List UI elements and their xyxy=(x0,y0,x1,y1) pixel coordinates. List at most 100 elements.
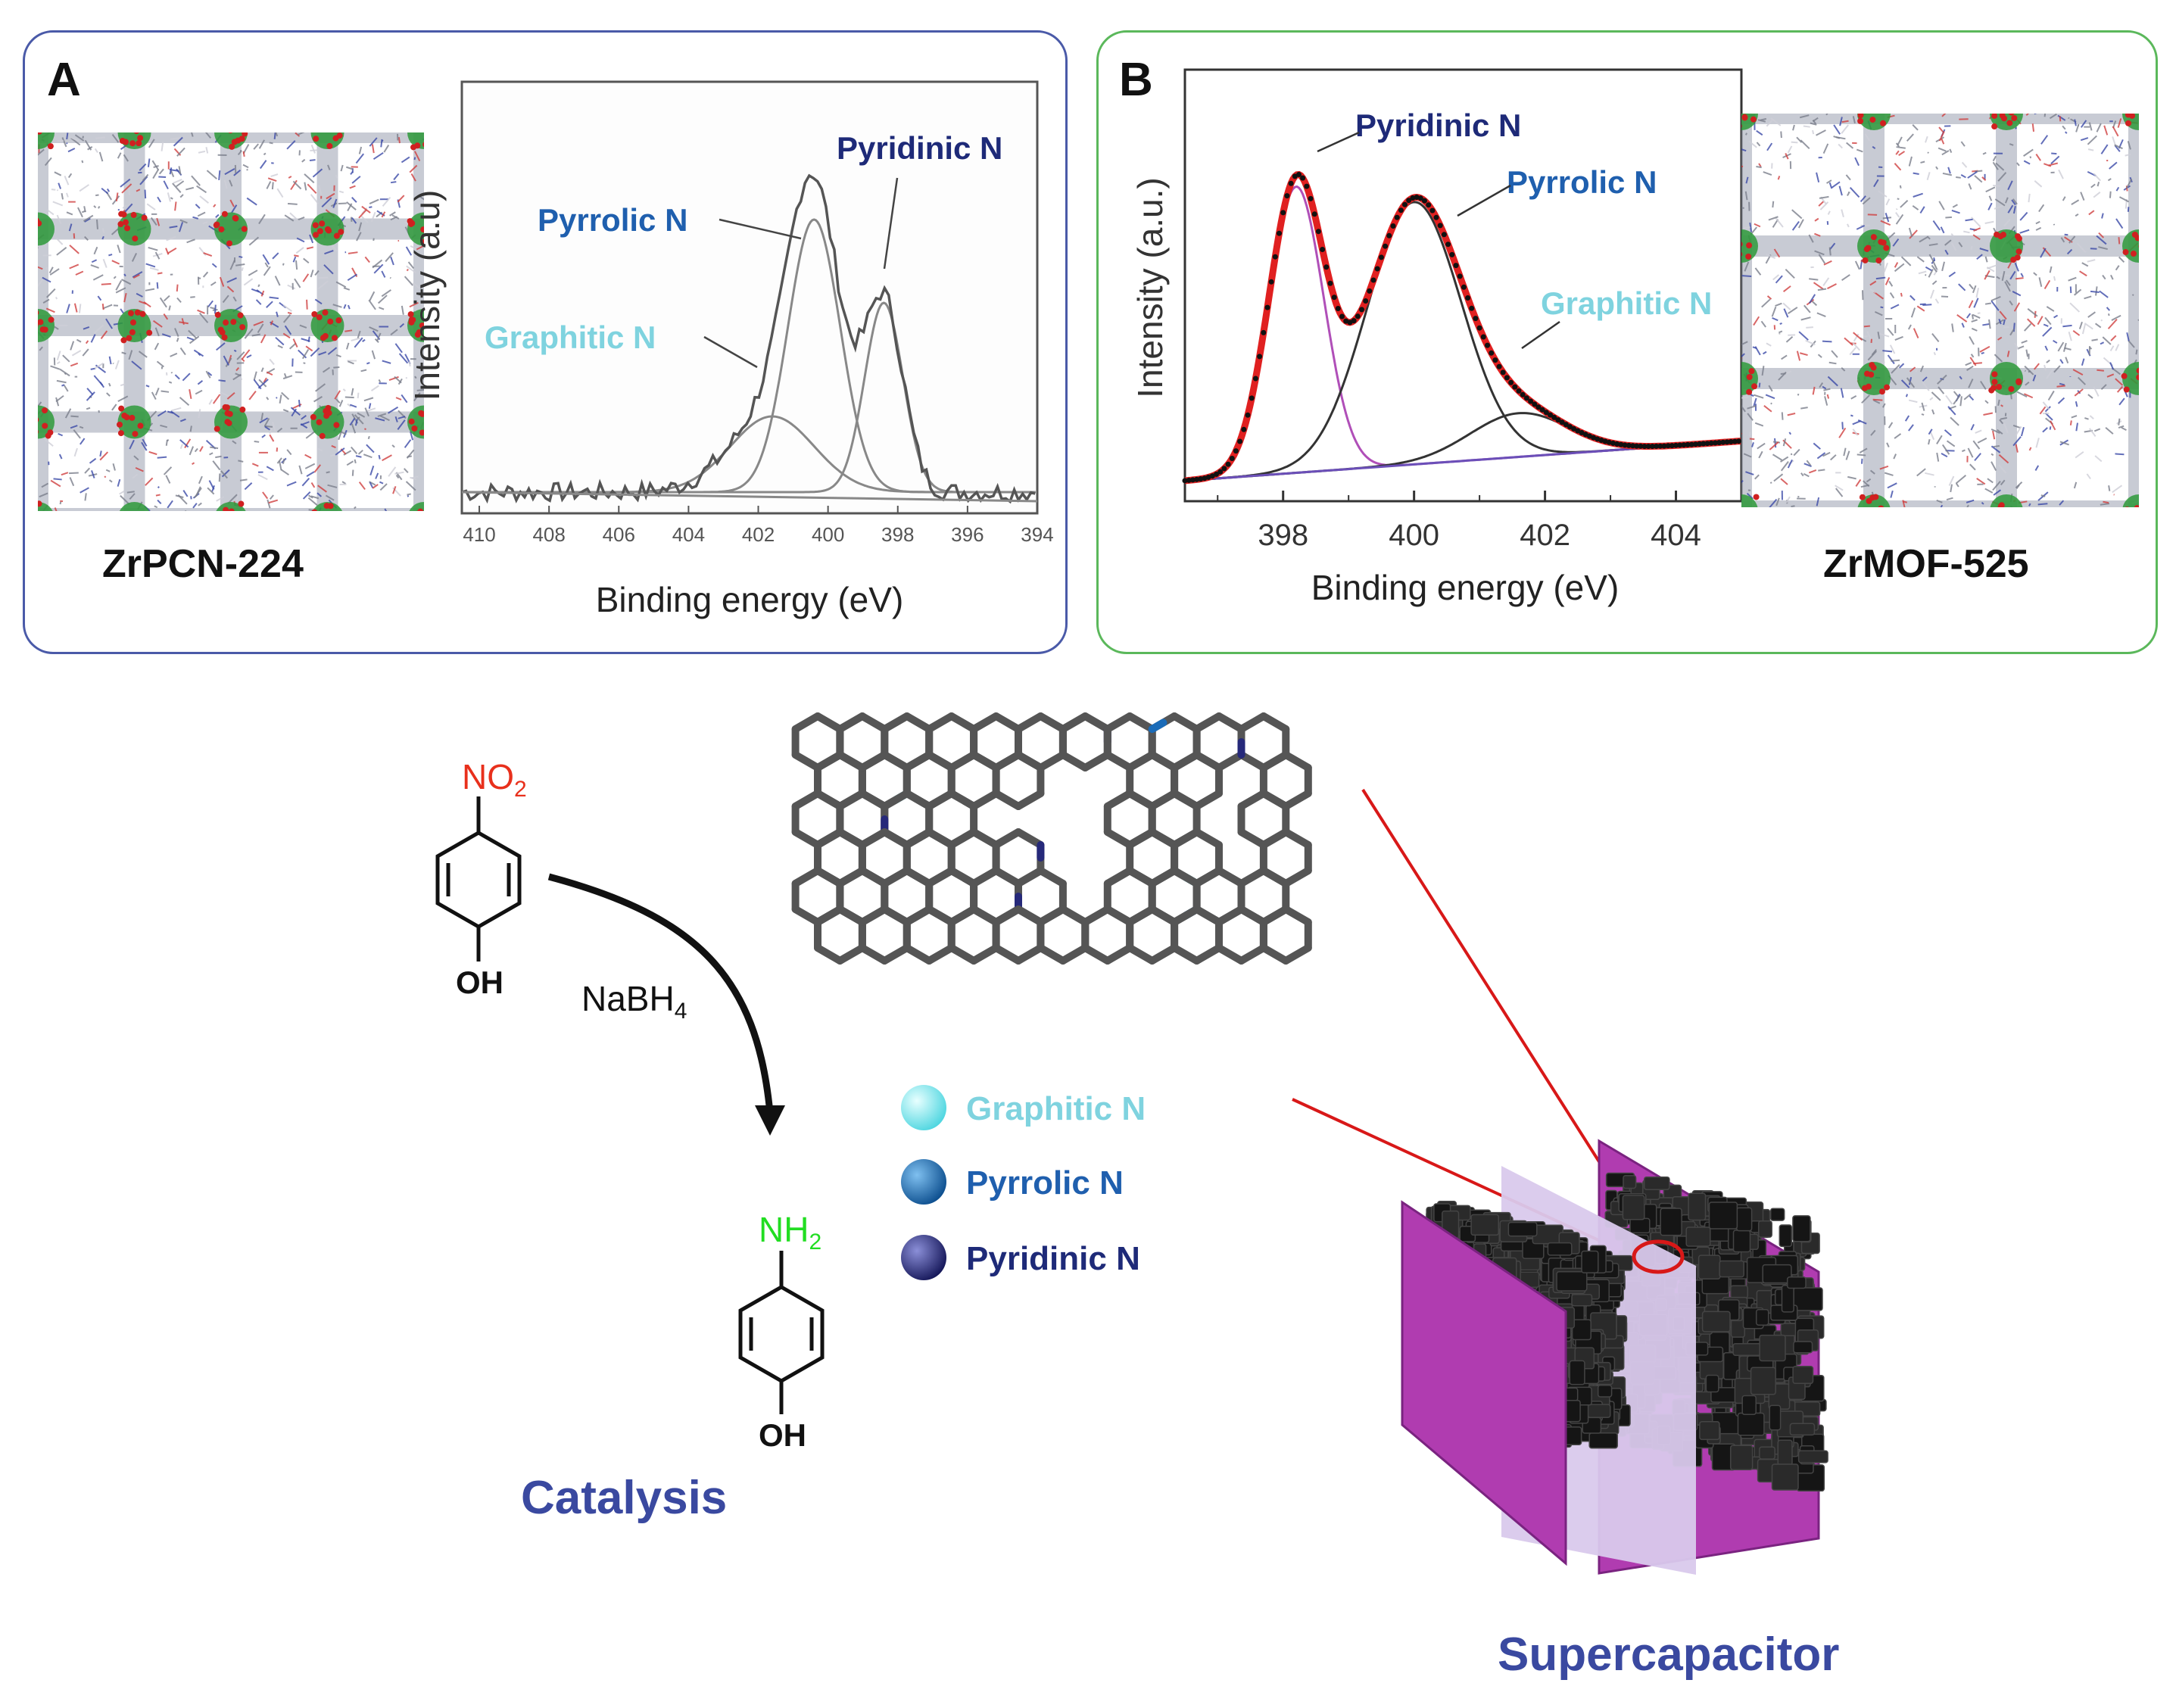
chart-b-data-point xyxy=(1229,456,1235,461)
chart-b-data-point xyxy=(1485,342,1490,348)
chart-b-data-point xyxy=(1378,254,1384,260)
chart-b-data-point xyxy=(1610,440,1616,446)
nh2-group: NH2 xyxy=(759,1210,821,1255)
chart-b-data-point xyxy=(1449,251,1455,257)
annotation-graphitic-n: Graphitic N xyxy=(1541,285,1712,321)
chart-b-data-point xyxy=(1630,443,1635,449)
chart-b-data-point xyxy=(1496,363,1502,369)
chart-b-data-point xyxy=(1532,401,1538,407)
chart-b-data-point xyxy=(1221,466,1227,472)
chart-b-data-point xyxy=(1618,441,1624,447)
chart-b-data-point xyxy=(1355,313,1361,319)
chart-b-data-point xyxy=(1461,284,1467,290)
chart-b-data-point xyxy=(1189,477,1196,483)
chart-a-tick-label: 410 xyxy=(463,523,495,546)
chart-b-data-point xyxy=(1677,442,1683,448)
chart-b-data-point xyxy=(1261,329,1267,335)
chart-b-data-point xyxy=(1402,201,1408,207)
annotation-pyrrolic-n: Pyrrolic N xyxy=(538,202,687,238)
chart-b-data-point xyxy=(1284,193,1290,199)
chart-b-data-point xyxy=(1359,307,1364,313)
chart-a-tick-label: 404 xyxy=(672,523,705,546)
chart-b-data-point xyxy=(1645,444,1651,449)
chart-a-frame xyxy=(460,80,1039,515)
chart-b-data-point xyxy=(1320,247,1326,252)
chart-b-data-point xyxy=(1548,412,1553,418)
chart-b-data-point xyxy=(1288,180,1294,186)
chart-b-data-point xyxy=(1504,375,1510,381)
chart-a-envelope xyxy=(461,173,1036,504)
chart-b-data-point xyxy=(1555,417,1561,423)
chart-b-data-point xyxy=(1500,369,1506,376)
chart-b-data-point xyxy=(1697,441,1703,447)
chart-b-data-point xyxy=(1649,444,1655,449)
pyridinic-n-ball-icon xyxy=(901,1235,946,1280)
chart-b-data-point xyxy=(1433,214,1439,220)
chart-b-data-point xyxy=(1492,357,1498,363)
chart-b-data-point xyxy=(1469,305,1475,311)
chart-b-data-point xyxy=(1673,442,1679,448)
chart-b-data-point xyxy=(1370,277,1376,283)
chart-b-data-point xyxy=(1512,384,1518,390)
chart-b-data-point xyxy=(1606,439,1612,445)
legend-graphitic-n: Graphitic N xyxy=(966,1090,1146,1127)
chart-b-data-point xyxy=(1194,476,1200,482)
chart-b-data-point xyxy=(1374,266,1380,272)
annotation-pyridinic-n: Pyridinic N xyxy=(837,130,1002,166)
chart-a-tick-label: 408 xyxy=(532,523,565,546)
chart-b-data-point xyxy=(1685,441,1691,447)
chart-b-data-point xyxy=(1249,395,1255,401)
reactant-oh: OH xyxy=(456,965,503,1000)
chart-b-data-point xyxy=(1445,242,1451,248)
chart-a-tick-label: 394 xyxy=(1021,523,1053,546)
zrmof525-label: ZrMOF-525 xyxy=(1823,542,2029,586)
chart-b-data-point xyxy=(1665,443,1671,449)
chart-b-data-point xyxy=(1654,443,1660,449)
graphitic-n-ball-icon xyxy=(901,1085,946,1130)
chart-b-data-point xyxy=(1693,441,1698,447)
chart-b-data-point xyxy=(1308,195,1314,201)
chart-b-data-point xyxy=(1426,202,1432,208)
chart-b-data-point xyxy=(1489,350,1495,356)
zrmof525-structure xyxy=(1741,114,2139,507)
chart-b-data-point xyxy=(1736,438,1741,444)
chart-b-data-point xyxy=(1398,207,1404,214)
chart-b-data-point xyxy=(1641,444,1648,449)
chart-b-data-point xyxy=(1516,388,1522,394)
annotation-pyrrolic-n: Pyrrolic N xyxy=(1507,164,1657,200)
chart-b-data-point xyxy=(1339,313,1345,319)
chart-b-tick-label: 404 xyxy=(1651,519,1701,552)
pyrrolic-n-ball-icon xyxy=(901,1159,946,1205)
zrpcn224-structure xyxy=(38,132,424,511)
catalysis-label: Catalysis xyxy=(521,1472,728,1524)
chart-b-data-point xyxy=(1508,379,1514,385)
pointer-graphitic xyxy=(703,335,758,369)
chart-b-data-point xyxy=(1539,407,1545,413)
chart-b-data-point xyxy=(1280,210,1286,216)
chart-b-data-point xyxy=(1268,279,1274,285)
chart-b-data-point xyxy=(1296,172,1302,177)
chart-b-data-point xyxy=(1716,440,1722,446)
chart-b-data-point xyxy=(1277,230,1282,236)
front-electrode-plate xyxy=(1401,1200,1567,1566)
chart-b-data-point xyxy=(1543,410,1549,416)
chart-b-data-point xyxy=(1520,391,1526,397)
chart-b-data-point xyxy=(1186,477,1192,483)
chart-b-data-point xyxy=(1669,443,1675,449)
chart-b-data-point xyxy=(1708,440,1714,446)
chart-b-data-point xyxy=(1422,198,1427,204)
chart-a-tick-label: 398 xyxy=(881,523,914,546)
chart-b-data-point xyxy=(1657,443,1663,449)
product-oh: OH xyxy=(759,1417,806,1453)
chart-b-data-point xyxy=(1429,207,1436,214)
chart-b-data-point xyxy=(1661,443,1667,449)
legend-pyridinic-n: Pyridinic N xyxy=(966,1240,1140,1277)
chart-b-data-point xyxy=(1311,211,1317,217)
chart-b-data-point xyxy=(1386,232,1392,238)
chart-b-data-point xyxy=(1563,422,1569,428)
chart-b-data-point xyxy=(1528,398,1534,404)
chart-b-data-point xyxy=(1233,448,1239,454)
annotation-graphitic-n: Graphitic N xyxy=(485,319,656,355)
chart-b-data-point xyxy=(1551,414,1557,420)
